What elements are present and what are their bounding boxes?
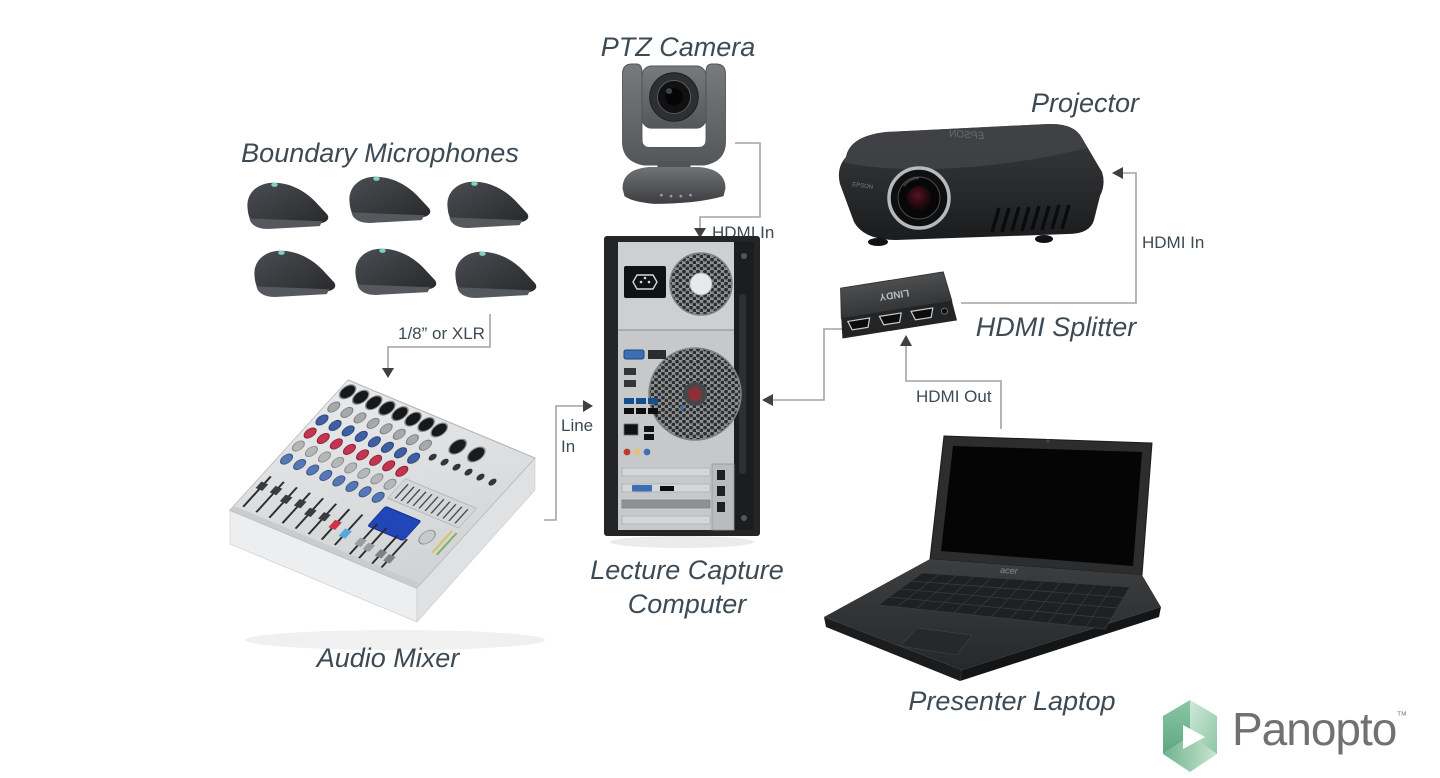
wire-mics-to-mixer bbox=[387, 314, 491, 369]
arrow-left-computer-right bbox=[762, 394, 773, 406]
label-line-in: Line In bbox=[561, 415, 593, 457]
mixer-display bbox=[368, 506, 421, 541]
arrow-right-computer-left bbox=[583, 400, 593, 412]
splitter-top-face bbox=[840, 271, 953, 319]
laptop-brand: acer bbox=[1000, 565, 1019, 576]
splitter-brand: LINDY bbox=[878, 287, 910, 303]
wire-camera-to-computer bbox=[699, 142, 761, 229]
label-projector: Projector bbox=[1030, 88, 1140, 118]
label-line-in-line1: Line bbox=[561, 416, 594, 435]
io-ports bbox=[623, 349, 666, 456]
boundary-mic-1 bbox=[247, 182, 329, 229]
boundary-mic-6 bbox=[455, 251, 537, 298]
laptop-webcam bbox=[1046, 439, 1050, 443]
label-line-in-line2: In bbox=[561, 437, 576, 456]
mixer-fader-blue bbox=[338, 528, 352, 539]
projector-brand-front: EPSON bbox=[852, 182, 874, 191]
wire-laptop-to-splitter bbox=[905, 345, 1002, 429]
panopto-wordmark-text: Panopto bbox=[1232, 703, 1397, 755]
arrow-down-mixer-top bbox=[382, 368, 394, 378]
lecture-capture-computer-illustration bbox=[604, 236, 760, 548]
arrow-down-computer-top bbox=[694, 228, 706, 238]
projector-vents bbox=[990, 204, 1071, 233]
label-presenter-laptop: Presenter Laptop bbox=[908, 686, 1116, 716]
projector-lens bbox=[907, 186, 931, 210]
arrow-up-splitter-bottom bbox=[900, 335, 912, 346]
label-lecture-capture-computer: Lecture Capture Computer bbox=[590, 553, 784, 621]
mixer-xlr-inputs bbox=[338, 384, 449, 438]
label-audio-mixer: Audio Mixer bbox=[316, 643, 460, 673]
mixer-knob-row-gain bbox=[327, 401, 432, 451]
panopto-wordmark: Panopto™ bbox=[1232, 702, 1407, 756]
mixer-knob-row-eq-mid bbox=[303, 427, 409, 477]
mixer-control-surface bbox=[229, 379, 536, 589]
splitter-dc-jack bbox=[940, 307, 948, 315]
presenter-laptop-illustration: acer bbox=[824, 435, 1161, 681]
boundary-mic-3 bbox=[447, 181, 529, 228]
ptz-camera-illustration bbox=[622, 63, 726, 204]
label-lecture-capture-line1: Lecture Capture bbox=[590, 555, 784, 585]
wire-splitter-to-computer bbox=[771, 328, 848, 401]
mixer-faders bbox=[242, 476, 409, 568]
label-hdmi-out: HDMI Out bbox=[916, 387, 992, 406]
hdmi-splitter-illustration: LINDY bbox=[840, 271, 958, 339]
panopto-logo-icon bbox=[1163, 700, 1217, 772]
label-hdmi-splitter: HDMI Splitter bbox=[975, 312, 1137, 342]
wire-mixer-to-computer bbox=[544, 405, 584, 521]
mixer-knob-row-pan bbox=[280, 453, 385, 503]
power-inlet bbox=[624, 266, 666, 298]
projector-illustration: EPSON EPSON bbox=[838, 123, 1104, 246]
label-eighth-inch-or-xlr: 1/8” or XLR bbox=[398, 324, 485, 343]
mixer-knob-row-eq-hi bbox=[315, 414, 421, 464]
panopto-trademark: ™ bbox=[1396, 710, 1408, 722]
laptop-touchpad bbox=[899, 627, 973, 656]
expansion-slots bbox=[621, 467, 711, 525]
boundary-mic-5 bbox=[355, 248, 437, 295]
mic-led bbox=[271, 182, 278, 187]
label-boundary-microphones: Boundary Microphones bbox=[241, 138, 519, 168]
projector-brand-top: EPSON bbox=[948, 129, 984, 142]
laptop-screen bbox=[941, 446, 1142, 566]
camera-base bbox=[622, 166, 726, 204]
label-hdmi-in-projector: HDMI In bbox=[1142, 233, 1205, 252]
mixer-knob-row-aux bbox=[291, 440, 397, 490]
wire-splitter-to-projector bbox=[961, 172, 1137, 304]
audio-mixer-illustration bbox=[229, 379, 545, 650]
camera-lens bbox=[665, 88, 683, 106]
label-ptz-camera: PTZ Camera bbox=[600, 32, 756, 62]
boundary-mic-4 bbox=[254, 250, 336, 297]
arrowheads bbox=[382, 167, 1123, 412]
camera-yoke bbox=[622, 63, 726, 166]
panopto-play-triangle bbox=[1183, 725, 1205, 749]
mixer-fader-red bbox=[328, 519, 342, 530]
boundary-mic-2 bbox=[349, 176, 431, 223]
label-lecture-capture-line2: Computer bbox=[627, 589, 747, 619]
mixer-output-section bbox=[428, 438, 497, 486]
arrow-left-projector-right bbox=[1112, 167, 1123, 179]
splitter-hdmi-ports bbox=[846, 307, 934, 331]
